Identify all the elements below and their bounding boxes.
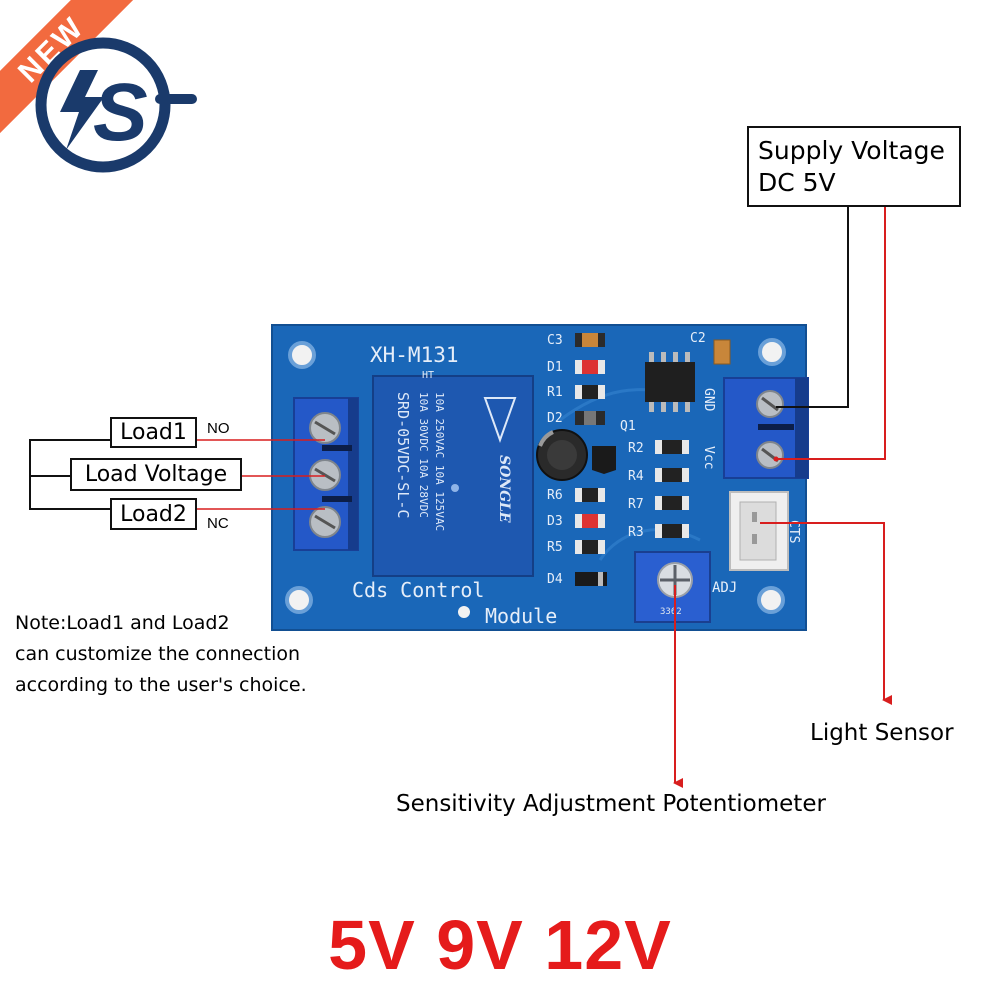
- voltage-options: 5V 9V 12V: [328, 906, 672, 984]
- relay-line-1: 10A 250VAC 10A 125VAC: [433, 392, 446, 531]
- supply-voltage-label: Supply Voltage: [758, 135, 945, 165]
- load1-label: Load1: [120, 420, 187, 445]
- component-label-c2: C2: [690, 331, 706, 346]
- component-label-r5: R5: [547, 540, 563, 555]
- component-label-r1: R1: [547, 385, 563, 400]
- sensor-connector: [729, 491, 789, 571]
- mounting-hole: [285, 586, 313, 614]
- load1-box: Load1: [110, 417, 197, 448]
- component-label-q1: Q1: [620, 419, 636, 434]
- pcb-board: 10A 250VAC 10A 125VAC 10A 30VDC 10A 28VD…: [271, 324, 809, 631]
- board-ht: HT: [422, 370, 434, 381]
- capacitor: [536, 429, 588, 481]
- adj-label: ADJ: [712, 580, 737, 596]
- component-label-d2: D2: [547, 411, 563, 426]
- nc-label: NC: [207, 515, 229, 532]
- component-label-d1: D1: [547, 360, 563, 375]
- component-label-r4: R4: [628, 469, 644, 484]
- component-label-r6: R6: [547, 488, 563, 503]
- callout-lines: [29, 205, 892, 788]
- note-line-1: Note:Load1 and Load2: [15, 612, 230, 634]
- component-label-r7: R7: [628, 497, 644, 512]
- mounting-hole: [758, 338, 786, 366]
- ic-chip: [645, 352, 695, 412]
- power-terminal-block: [723, 377, 809, 479]
- relay-line-2: 10A 30VDC 10A 28VDC: [417, 392, 430, 518]
- transistor: [592, 446, 616, 474]
- load-voltage-label: Load Voltage: [84, 462, 228, 487]
- brand-logo-icon: S: [35, 37, 197, 173]
- board-model: XH-M131: [370, 343, 459, 367]
- component-label-d4: D4: [547, 572, 563, 587]
- relay: 10A 250VAC 10A 125VAC 10A 30VDC 10A 28VD…: [372, 375, 534, 577]
- relay-model: SRD-05VDC-SL-C: [394, 392, 412, 518]
- mounting-hole: [757, 586, 785, 614]
- pin-cts: CTS: [786, 520, 801, 543]
- component-label-r2: R2: [628, 441, 644, 456]
- supply-voltage-box: Supply Voltage DC 5V: [747, 126, 961, 207]
- no-label: NO: [207, 420, 230, 437]
- smd-components: [575, 333, 731, 586]
- board-name-line-2: Module: [485, 604, 557, 628]
- pin-gnd: GND: [701, 388, 716, 412]
- potentiometer-label: Sensitivity Adjustment Potentiometer: [396, 791, 826, 817]
- load2-label: Load2: [120, 501, 187, 527]
- light-sensor-label: Light Sensor: [810, 720, 954, 746]
- potentiometer: [634, 551, 711, 623]
- load-voltage-box: Load Voltage: [70, 458, 242, 491]
- load2-box: Load2: [110, 498, 197, 530]
- supply-dc-label: DC 5V: [758, 167, 836, 197]
- pin-vcc: Vcc: [701, 446, 716, 469]
- load-terminal-block: [293, 397, 359, 551]
- board-name-line-1: Cds Control: [352, 578, 484, 602]
- mounting-hole: [288, 341, 316, 369]
- component-label-r3: R3: [628, 525, 644, 540]
- note-text: Note:Load1 and Load2 can customize the c…: [15, 608, 375, 701]
- note-line-3: according to the user's choice.: [15, 674, 307, 696]
- pot-code: 3362: [660, 607, 682, 617]
- note-line-2: can customize the connection: [15, 643, 301, 665]
- component-label-d3: D3: [547, 514, 563, 529]
- svg-text:S: S: [93, 67, 148, 158]
- component-label-c3: C3: [547, 333, 563, 348]
- relay-brand: SONGLE: [496, 455, 512, 523]
